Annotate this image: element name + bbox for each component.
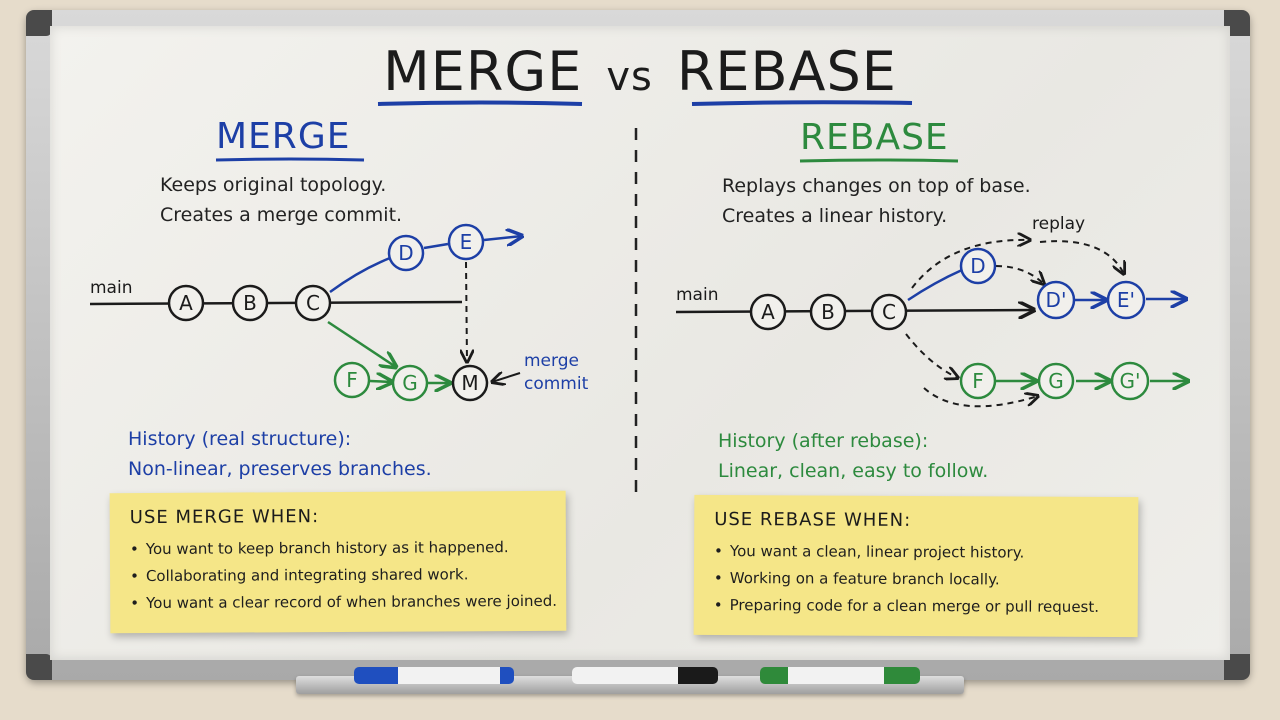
merge-main-line	[89, 300, 463, 306]
merge-commit-b	[231, 284, 269, 322]
merge-commit-c	[294, 284, 332, 322]
page-title: MERGE vs REBASE	[0, 40, 1280, 103]
rebase-note-heading: USE REBASE WHEN:	[714, 508, 912, 531]
rebase-commit-e2-label: E'	[1116, 288, 1136, 312]
rebase-commit-a	[749, 293, 787, 331]
rebase-commit-g2	[1110, 361, 1150, 401]
merge-commit-a	[167, 284, 205, 322]
rebase-note-item: Working on a feature branch locally.	[714, 565, 1138, 594]
rebase-replay-label: replay	[1032, 214, 1086, 234]
rebase-note-item: Preparing code for a clean merge or pull…	[714, 592, 1138, 621]
merge-commit-f-label: F	[346, 368, 358, 392]
rebase-commit-d	[959, 247, 997, 285]
rebase-commit-f-label: F	[972, 369, 984, 393]
subtitle-underline-merge	[215, 157, 365, 162]
black-marker-cap	[678, 667, 718, 684]
merge-edge-d-e	[423, 242, 449, 250]
green-marker-cap	[760, 667, 788, 684]
merge-commit-d-label: D	[398, 241, 414, 265]
merge-note-heading: USE MERGE WHEN:	[129, 506, 320, 529]
merge-commit-a-label: A	[179, 291, 193, 315]
rebase-commit-a-label: A	[761, 300, 775, 324]
merge-commit-g	[391, 364, 429, 402]
rebase-commit-e2	[1106, 280, 1146, 320]
rebase-commit-d2-label: D'	[1045, 288, 1067, 312]
rebase-replay-arc-3	[923, 387, 1038, 408]
title-rebase: REBASE	[676, 40, 897, 103]
subtitle-underline-rebase	[799, 158, 959, 163]
merge-commit-annotation-line: commit	[524, 374, 589, 394]
green-marker[interactable]	[760, 667, 920, 684]
rebase-note-list: You want a clean, linear project history…	[714, 538, 1138, 621]
blue-marker[interactable]	[354, 667, 514, 684]
rebase-replay-arc-2	[1039, 240, 1124, 274]
black-marker[interactable]	[572, 667, 718, 684]
rebase-sticky-note: USE REBASE WHEN: You want a clean, linea…	[693, 494, 1139, 638]
rebase-commit-g2-label: G'	[1119, 369, 1141, 393]
merge-commit-m	[451, 364, 489, 402]
merge-note-item: You want a clear record of when branches…	[130, 588, 566, 617]
merge-commit-e	[447, 223, 485, 261]
rebase-commit-g	[1037, 362, 1075, 400]
merge-main-label: main	[90, 278, 133, 298]
rebase-commit-c	[870, 293, 908, 331]
merge-history: History (real structure): Non-linear, pr…	[128, 424, 432, 484]
merge-note-list: You want to keep branch history as it ha…	[130, 534, 566, 617]
merge-note-item: You want to keep branch history as it ha…	[130, 534, 566, 563]
rebase-dashed-c-f	[905, 333, 958, 378]
merge-commit-b-label: B	[243, 291, 257, 315]
title-vs: vs	[606, 54, 653, 100]
rebase-history-line: Linear, clean, easy to follow.	[718, 460, 989, 482]
merge-desc-line: Keeps original topology.	[160, 174, 387, 196]
merge-history-line: History (real structure):	[128, 428, 352, 450]
title-underline-rebase	[691, 100, 913, 106]
rebase-commit-d2	[1036, 280, 1076, 320]
merge-description: Keeps original topology. Creates a merge…	[160, 170, 402, 230]
rebase-main-label: main	[676, 285, 719, 305]
merge-commit-annotation-line: merge	[524, 351, 579, 371]
rebase-description: Replays changes on top of base. Creates …	[722, 171, 1031, 231]
merge-commit-m-label: M	[461, 371, 479, 395]
merge-commit-c-label: C	[306, 291, 320, 315]
rebase-replay-arc-1	[911, 240, 1030, 289]
rebase-history: History (after rebase): Linear, clean, e…	[718, 426, 988, 486]
rebase-history-line: History (after rebase):	[718, 430, 929, 452]
merge-sticky-note: USE MERGE WHEN: You want to keep branch …	[109, 490, 567, 634]
merge-commit-f	[333, 361, 371, 399]
frame-corner	[26, 654, 52, 680]
rebase-desc-line: Creates a linear history.	[722, 205, 948, 227]
merge-arrow-f-g	[369, 381, 392, 382]
merge-commit-d	[387, 234, 425, 272]
merge-arrow-e-m	[466, 261, 467, 362]
merge-commit-g-label: G	[402, 371, 418, 395]
rebase-heading: REBASE	[800, 117, 949, 158]
rebase-desc-line: Replays changes on top of base.	[722, 175, 1031, 197]
blue-marker-cap	[354, 667, 398, 684]
merge-branch-c-d	[329, 256, 391, 294]
merge-heading: MERGE	[216, 116, 351, 157]
rebase-main-line	[675, 310, 1034, 312]
rebase-commit-d-label: D	[970, 254, 986, 278]
merge-commit-e-label: E	[459, 230, 473, 254]
rebase-commit-f	[959, 362, 997, 400]
title-merge: MERGE	[383, 40, 583, 103]
merge-commit-pointer	[492, 373, 521, 382]
rebase-commit-b-label: B	[821, 300, 835, 324]
merge-commit-annotation: merge commit	[524, 350, 588, 396]
title-underline-merge	[377, 100, 583, 106]
rebase-dashed-d-d2	[995, 265, 1044, 284]
rebase-commit-g-label: G	[1048, 369, 1064, 393]
merge-desc-line: Creates a merge commit.	[160, 204, 403, 226]
merge-arrow-c-g	[327, 320, 396, 367]
merge-history-line: Non-linear, preserves branches.	[128, 458, 432, 480]
frame-corner	[26, 10, 52, 36]
merge-arrow-e-out	[483, 236, 522, 240]
rebase-commit-b	[809, 293, 847, 331]
rebase-note-item: You want a clean, linear project history…	[714, 538, 1138, 567]
rebase-commit-c-label: C	[882, 300, 896, 324]
rebase-branch-c-d	[907, 268, 963, 302]
merge-note-item: Collaborating and integrating shared wor…	[130, 561, 566, 590]
